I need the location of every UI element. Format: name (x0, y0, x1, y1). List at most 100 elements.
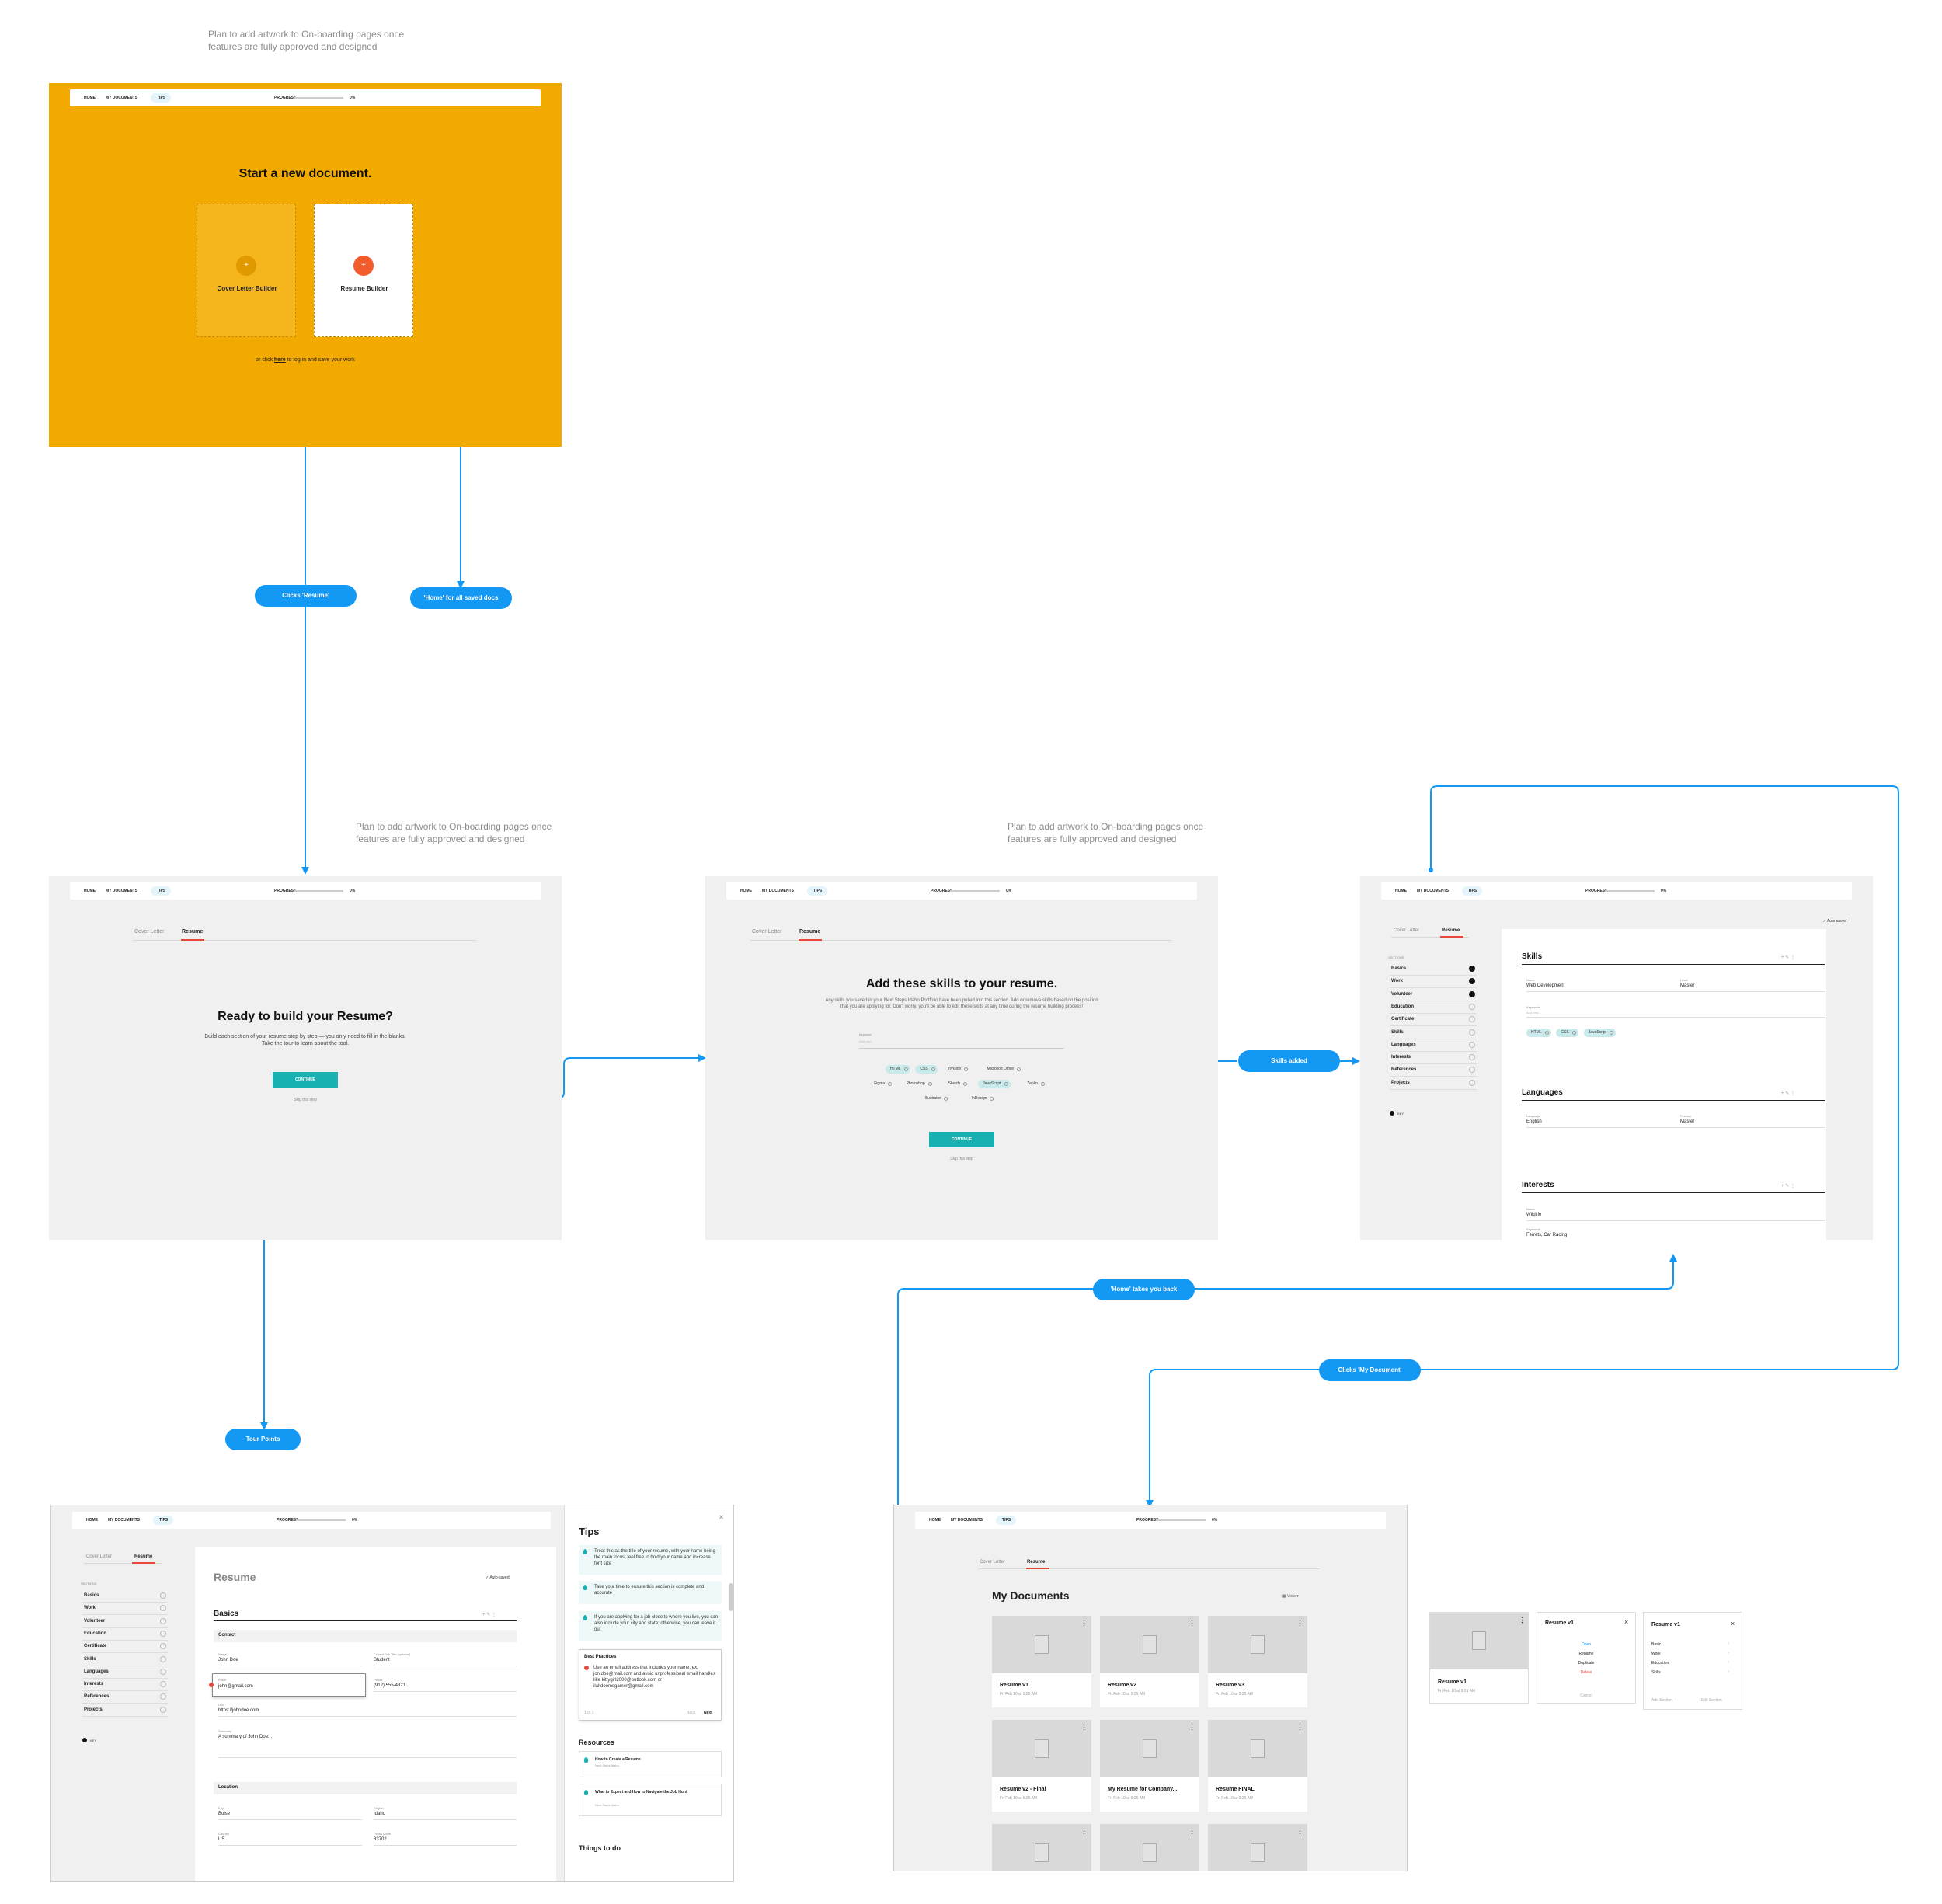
fluency-field[interactable]: Master (1680, 1119, 1695, 1124)
document-card[interactable]: ⋮ Resume v1 Fri Feb 10 at 9:25 AM (1429, 1612, 1529, 1704)
continue-button[interactable]: CONTINUE (273, 1072, 338, 1088)
nav-home[interactable]: HOME (740, 889, 752, 893)
sidebar-item[interactable]: Projects (84, 1707, 103, 1712)
interest-name-field[interactable]: Wildlife (1526, 1213, 1542, 1217)
login-link[interactable]: here (273, 357, 286, 363)
more-options-icon[interactable]: ⋮ (1519, 1616, 1526, 1624)
location-header[interactable] (214, 1782, 517, 1794)
skill-chip[interactable]: CSS (1556, 1029, 1578, 1037)
skill-name-field[interactable]: Web Development (1526, 983, 1565, 988)
cancel-button[interactable]: Cancel (1580, 1693, 1592, 1698)
skill-level-field[interactable]: Master (1680, 983, 1695, 988)
remove-icon[interactable] (927, 1082, 932, 1086)
nav-home[interactable]: HOME (1395, 889, 1407, 893)
remove-icon[interactable] (1544, 1031, 1549, 1035)
resource-link[interactable]: What to Expect and How to Navigate the J… (579, 1784, 722, 1816)
document-card[interactable]: ⋮ (1100, 1824, 1199, 1871)
more-options-icon[interactable]: ⋮ (1189, 1827, 1195, 1835)
more-options-icon[interactable]: ⋮ (1081, 1723, 1088, 1731)
nav-my-documents[interactable]: MY DOCUMENTS (106, 96, 138, 100)
email-field[interactable]: john@gmail.com (218, 1684, 253, 1689)
skill-chip[interactable]: Photoshop (902, 1080, 934, 1088)
remove-icon[interactable] (990, 1097, 994, 1101)
summary-field[interactable]: A summary of John Doe... (218, 1735, 273, 1739)
skill-chip[interactable]: CSS (915, 1065, 938, 1074)
continue-button[interactable]: CONTINUE (929, 1132, 994, 1147)
nav-home[interactable]: HOME (929, 1518, 941, 1523)
nav-tips-pill[interactable] (151, 93, 171, 103)
postal-code-field[interactable]: 83702 (374, 1837, 387, 1842)
nav-tips[interactable]: TIPS (157, 96, 166, 100)
menu-item[interactable]: Rename (1578, 1652, 1594, 1656)
back-button[interactable]: Back (687, 1711, 696, 1715)
close-icon[interactable]: × (719, 1512, 725, 1523)
sidebar-item[interactable]: Certificate (84, 1644, 107, 1649)
sidebar-item[interactable]: Languages (1391, 1042, 1416, 1047)
more-options-icon[interactable]: ⋮ (1296, 1619, 1303, 1627)
close-icon[interactable]: × (1731, 1620, 1735, 1627)
country-field[interactable]: US (218, 1837, 225, 1842)
nav-tips[interactable]: TIPS (813, 889, 823, 893)
cover-letter-builder-card[interactable]: + Cover Letter Builder (197, 204, 296, 337)
sidebar-item[interactable]: References (1391, 1067, 1417, 1073)
scrollbar[interactable] (729, 1583, 733, 1611)
nav-home[interactable]: HOME (84, 889, 96, 893)
next-button[interactable]: Next (704, 1711, 712, 1715)
contact-header[interactable] (214, 1630, 517, 1642)
more-options-icon[interactable]: ⋮ (1189, 1619, 1195, 1627)
remove-icon[interactable] (964, 1067, 969, 1071)
skill-chip[interactable]: InDesign (967, 1095, 997, 1103)
skill-chip[interactable]: Illustrator (921, 1095, 951, 1103)
more-options-icon[interactable]: ⋮ (1296, 1827, 1303, 1835)
section-actions[interactable]: + ✎ ⋮ (1781, 1184, 1795, 1189)
menu-item[interactable]: Delete (1580, 1670, 1592, 1675)
remove-icon[interactable] (1040, 1082, 1045, 1086)
name-field[interactable]: John Doe (218, 1658, 238, 1662)
add-section-button[interactable]: Add Section (1651, 1698, 1672, 1703)
nav-tips[interactable]: TIPS (1468, 889, 1477, 893)
more-options-icon[interactable]: ⋮ (1081, 1827, 1088, 1835)
tab-resume[interactable]: Resume (799, 929, 821, 935)
resource-link[interactable]: How to Create a Resume Next Steps Idaho (579, 1751, 722, 1777)
city-field[interactable]: Boise (218, 1812, 231, 1816)
nav-home[interactable]: HOME (84, 96, 96, 100)
view-toggle[interactable]: ▦ View ▾ (1282, 1594, 1299, 1599)
remove-icon[interactable] (888, 1082, 893, 1086)
nav-my-documents[interactable]: MY DOCUMENTS (108, 1518, 141, 1523)
sidebar-item[interactable]: Projects (1391, 1080, 1410, 1085)
interest-keywords-field[interactable]: Ferrets, Car Racing (1526, 1233, 1568, 1237)
sidebar-item[interactable]: Languages (84, 1669, 109, 1674)
job-title-field[interactable]: Student (374, 1658, 390, 1662)
sidebar-item[interactable]: Education (1391, 1004, 1415, 1009)
tab-cover-letter[interactable]: Cover Letter (1394, 928, 1420, 933)
url-field[interactable]: https://johndoe.com (218, 1708, 259, 1713)
sidebar-item[interactable]: Skills (1391, 1029, 1404, 1035)
email-field-highlight[interactable]: Email john@gmail.com (212, 1673, 366, 1697)
tour-point-marker[interactable] (209, 1683, 214, 1687)
edit-section-button[interactable]: Edit Section (1701, 1698, 1722, 1703)
skill-chip[interactable]: HTML (1526, 1029, 1551, 1037)
nav-home[interactable]: HOME (86, 1518, 98, 1523)
resume-builder-card[interactable]: + Resume Builder (314, 204, 413, 337)
nav-tips-pill[interactable] (996, 1516, 1016, 1525)
more-options-icon[interactable]: ⋮ (1189, 1723, 1195, 1731)
nav-tips[interactable]: TIPS (159, 1518, 169, 1523)
tab-cover-letter[interactable]: Cover Letter (752, 929, 782, 935)
skill-chip[interactable]: Microsoft Office (982, 1065, 1023, 1074)
skill-chip[interactable]: JavaScript (1583, 1029, 1617, 1037)
sidebar-item[interactable]: Basics (84, 1593, 99, 1598)
more-options-icon[interactable]: ⋮ (1081, 1619, 1088, 1627)
skip-link[interactable]: Skip this step (294, 1098, 317, 1102)
document-card[interactable]: ⋮ (992, 1824, 1091, 1871)
skill-chip[interactable]: HTML (885, 1065, 910, 1074)
tab-cover-letter[interactable]: Cover Letter (86, 1554, 113, 1559)
phone-field[interactable]: (912) 555-4321 (374, 1683, 406, 1688)
sidebar-item[interactable]: Basics (1391, 966, 1407, 971)
skip-link[interactable]: Skip this step (950, 1157, 973, 1161)
region-field[interactable]: Idaho (374, 1812, 386, 1816)
nav-my-documents[interactable]: MY DOCUMENTS (1417, 889, 1450, 893)
sidebar-item[interactable]: Certificate (1391, 1017, 1415, 1022)
skill-chip[interactable]: Zeplin (1022, 1080, 1047, 1088)
